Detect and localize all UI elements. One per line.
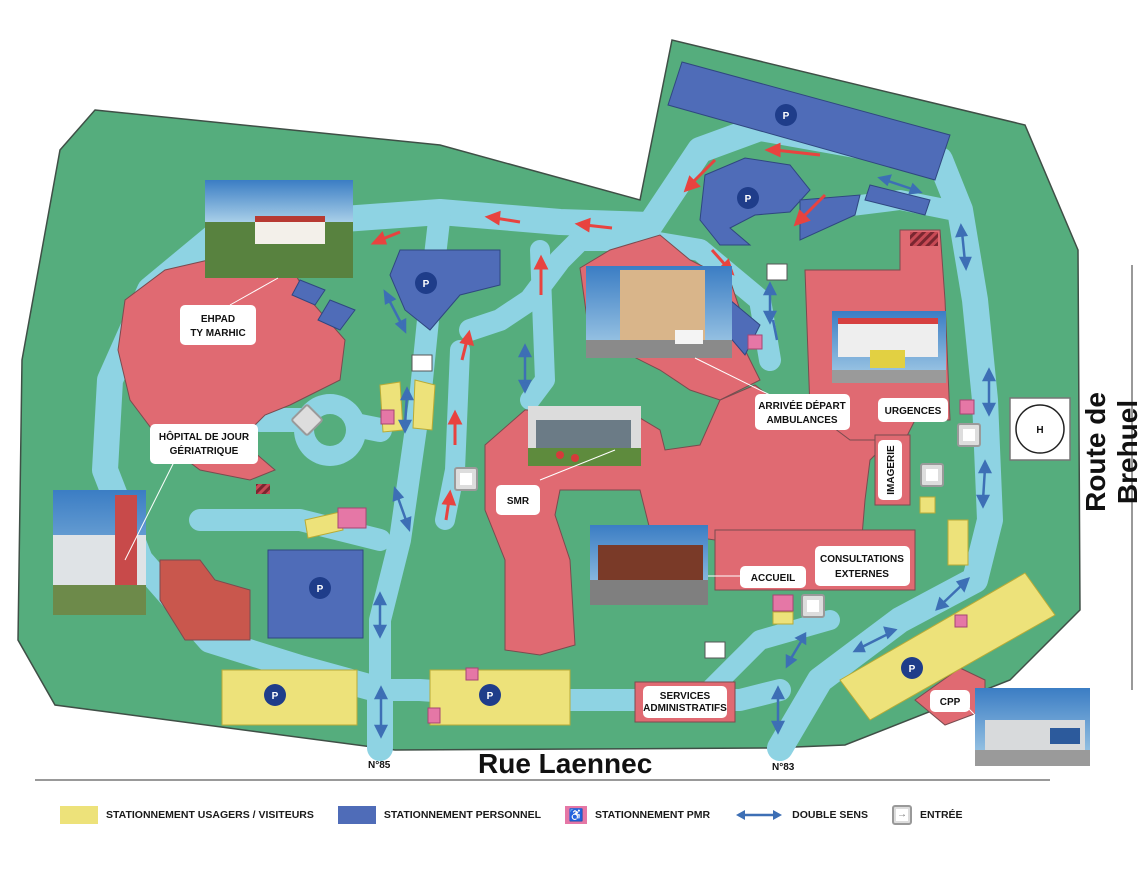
- parking-marker-visitor-east: P: [901, 657, 923, 679]
- svg-text:GÉRIATRIQUE: GÉRIATRIQUE: [170, 444, 239, 457]
- svg-text:ACCUEIL: ACCUEIL: [751, 573, 795, 584]
- staff-parking-center: [389, 249, 501, 331]
- svg-text:URGENCES: URGENCES: [885, 406, 942, 417]
- legend-entry: → ENTRÉE: [891, 805, 963, 825]
- entry-icon: [291, 404, 323, 436]
- svg-text:P: P: [745, 194, 752, 205]
- svg-text:EXTERNES: EXTERNES: [835, 569, 889, 580]
- svg-text:P: P: [317, 584, 324, 595]
- svg-text:P: P: [487, 691, 494, 702]
- photo-ehpad: [205, 180, 353, 278]
- parking-markers: P P P P P P P: [264, 104, 923, 706]
- svg-text:P: P: [272, 691, 279, 702]
- svg-text:CPP: CPP: [940, 697, 961, 708]
- two-way-arrows: [372, 174, 997, 739]
- legend-visitors-label: STATIONNEMENT USAGERS / VISITEURS: [106, 809, 314, 821]
- visitor-parking-west: [221, 669, 358, 726]
- staff-parking-east: [864, 184, 931, 216]
- visitor-parking: [221, 379, 1056, 726]
- legend-two-way-label: DOUBLE SENS: [792, 809, 868, 821]
- legend-entry-label: ENTRÉE: [919, 809, 963, 821]
- label-cpp: CPP: [930, 690, 970, 712]
- svg-text:TY MARHIC: TY MARHIC: [190, 328, 245, 339]
- svg-text:AMBULANCES: AMBULANCES: [766, 415, 837, 426]
- svg-text:ADMINISTRATIFS: ADMINISTRATIFS: [643, 703, 727, 714]
- building-photos: [53, 180, 1090, 766]
- svg-text:SERVICES: SERVICES: [660, 691, 711, 702]
- bike-icon: [766, 263, 788, 281]
- bike-icon: [704, 641, 726, 659]
- parking-marker-north: P: [775, 104, 797, 126]
- wheelchair-icon: ♿: [565, 806, 588, 824]
- street-name-south: Rue Laennec: [478, 748, 653, 779]
- label-ehpad: EHPAD TY MARHIC: [180, 305, 256, 345]
- svg-text:P: P: [423, 279, 430, 290]
- entry-icon: →: [891, 805, 912, 825]
- photo-accueil: [590, 525, 708, 605]
- bike-parking-icons: [411, 263, 788, 659]
- building-labels: EHPAD TY MARHIC HÔPITAL DE JOUR GÉRIATRI…: [150, 305, 970, 718]
- bike-icon: [411, 354, 433, 372]
- label-services: SERVICES ADMINISTRATIFS: [643, 686, 727, 718]
- one-way-arrows: [370, 142, 827, 521]
- address-number-west: N°85: [368, 760, 391, 771]
- svg-text:P: P: [783, 111, 790, 122]
- svg-text:H: H: [1036, 425, 1043, 436]
- label-accueil: ACCUEIL: [740, 566, 806, 588]
- svg-text:SMR: SMR: [507, 496, 530, 507]
- parking-marker-center: P: [415, 272, 437, 294]
- legend: STATIONNEMENT USAGERS / VISITEURS STATIO…: [60, 800, 1090, 830]
- photo-smr: [528, 406, 641, 466]
- legend-pmr-label: STATIONNEMENT PMR: [595, 809, 711, 821]
- address-number-east: N°83: [772, 762, 795, 773]
- svg-text:P: P: [909, 664, 916, 675]
- street-name-east: Route de Brehuel: [1080, 392, 1140, 512]
- label-urgences: URGENCES: [878, 398, 948, 422]
- staff-swatch: [337, 806, 376, 824]
- parking-marker-visitor-center: P: [479, 684, 501, 706]
- svg-text:EHPAD: EHPAD: [201, 314, 235, 325]
- legend-two-way: DOUBLE SENS: [734, 808, 868, 822]
- svg-text:ARRIVÉE DÉPART: ARRIVÉE DÉPART: [758, 399, 846, 412]
- parking-marker-visitor-west: P: [264, 684, 286, 706]
- photo-hopital-jour: [53, 490, 146, 615]
- label-smr: SMR: [496, 485, 540, 515]
- parking-marker-south: P: [309, 577, 331, 599]
- label-imagerie: IMAGERIE: [878, 440, 902, 500]
- legend-pmr: ♿ STATIONNEMENT PMR: [565, 806, 710, 824]
- visitor-swatch: [60, 806, 98, 824]
- svg-text:IMAGERIE: IMAGERIE: [886, 445, 897, 495]
- double-arrow-icon: [736, 810, 783, 820]
- svg-text:HÔPITAL DE JOUR: HÔPITAL DE JOUR: [159, 430, 250, 443]
- label-ambulances: ARRIVÉE DÉPART AMBULANCES: [755, 394, 850, 430]
- pmr-parking: [337, 334, 975, 724]
- parking-marker-oval: P: [737, 187, 759, 209]
- label-hopital-jour: HÔPITAL DE JOUR GÉRIATRIQUE: [150, 424, 258, 464]
- svg-text:CONSULTATIONS: CONSULTATIONS: [820, 554, 904, 565]
- helipad: H: [1009, 397, 1071, 461]
- staff-parking-north: [667, 61, 951, 181]
- label-consultations: CONSULTATIONS EXTERNES: [815, 546, 910, 586]
- photo-cpp: [975, 688, 1090, 766]
- building-west: [159, 559, 251, 641]
- street-name-east-text: Route de Brehuel: [1080, 392, 1140, 512]
- photo-urgences: [832, 311, 946, 383]
- legend-visitors: STATIONNEMENT USAGERS / VISITEURS: [60, 806, 314, 824]
- legend-staff-label: STATIONNEMENT PERSONNEL: [383, 809, 542, 821]
- legend-staff: STATIONNEMENT PERSONNEL: [337, 806, 542, 824]
- photo-main-hospital: [586, 266, 732, 358]
- visitor-parking-east: [839, 572, 1056, 721]
